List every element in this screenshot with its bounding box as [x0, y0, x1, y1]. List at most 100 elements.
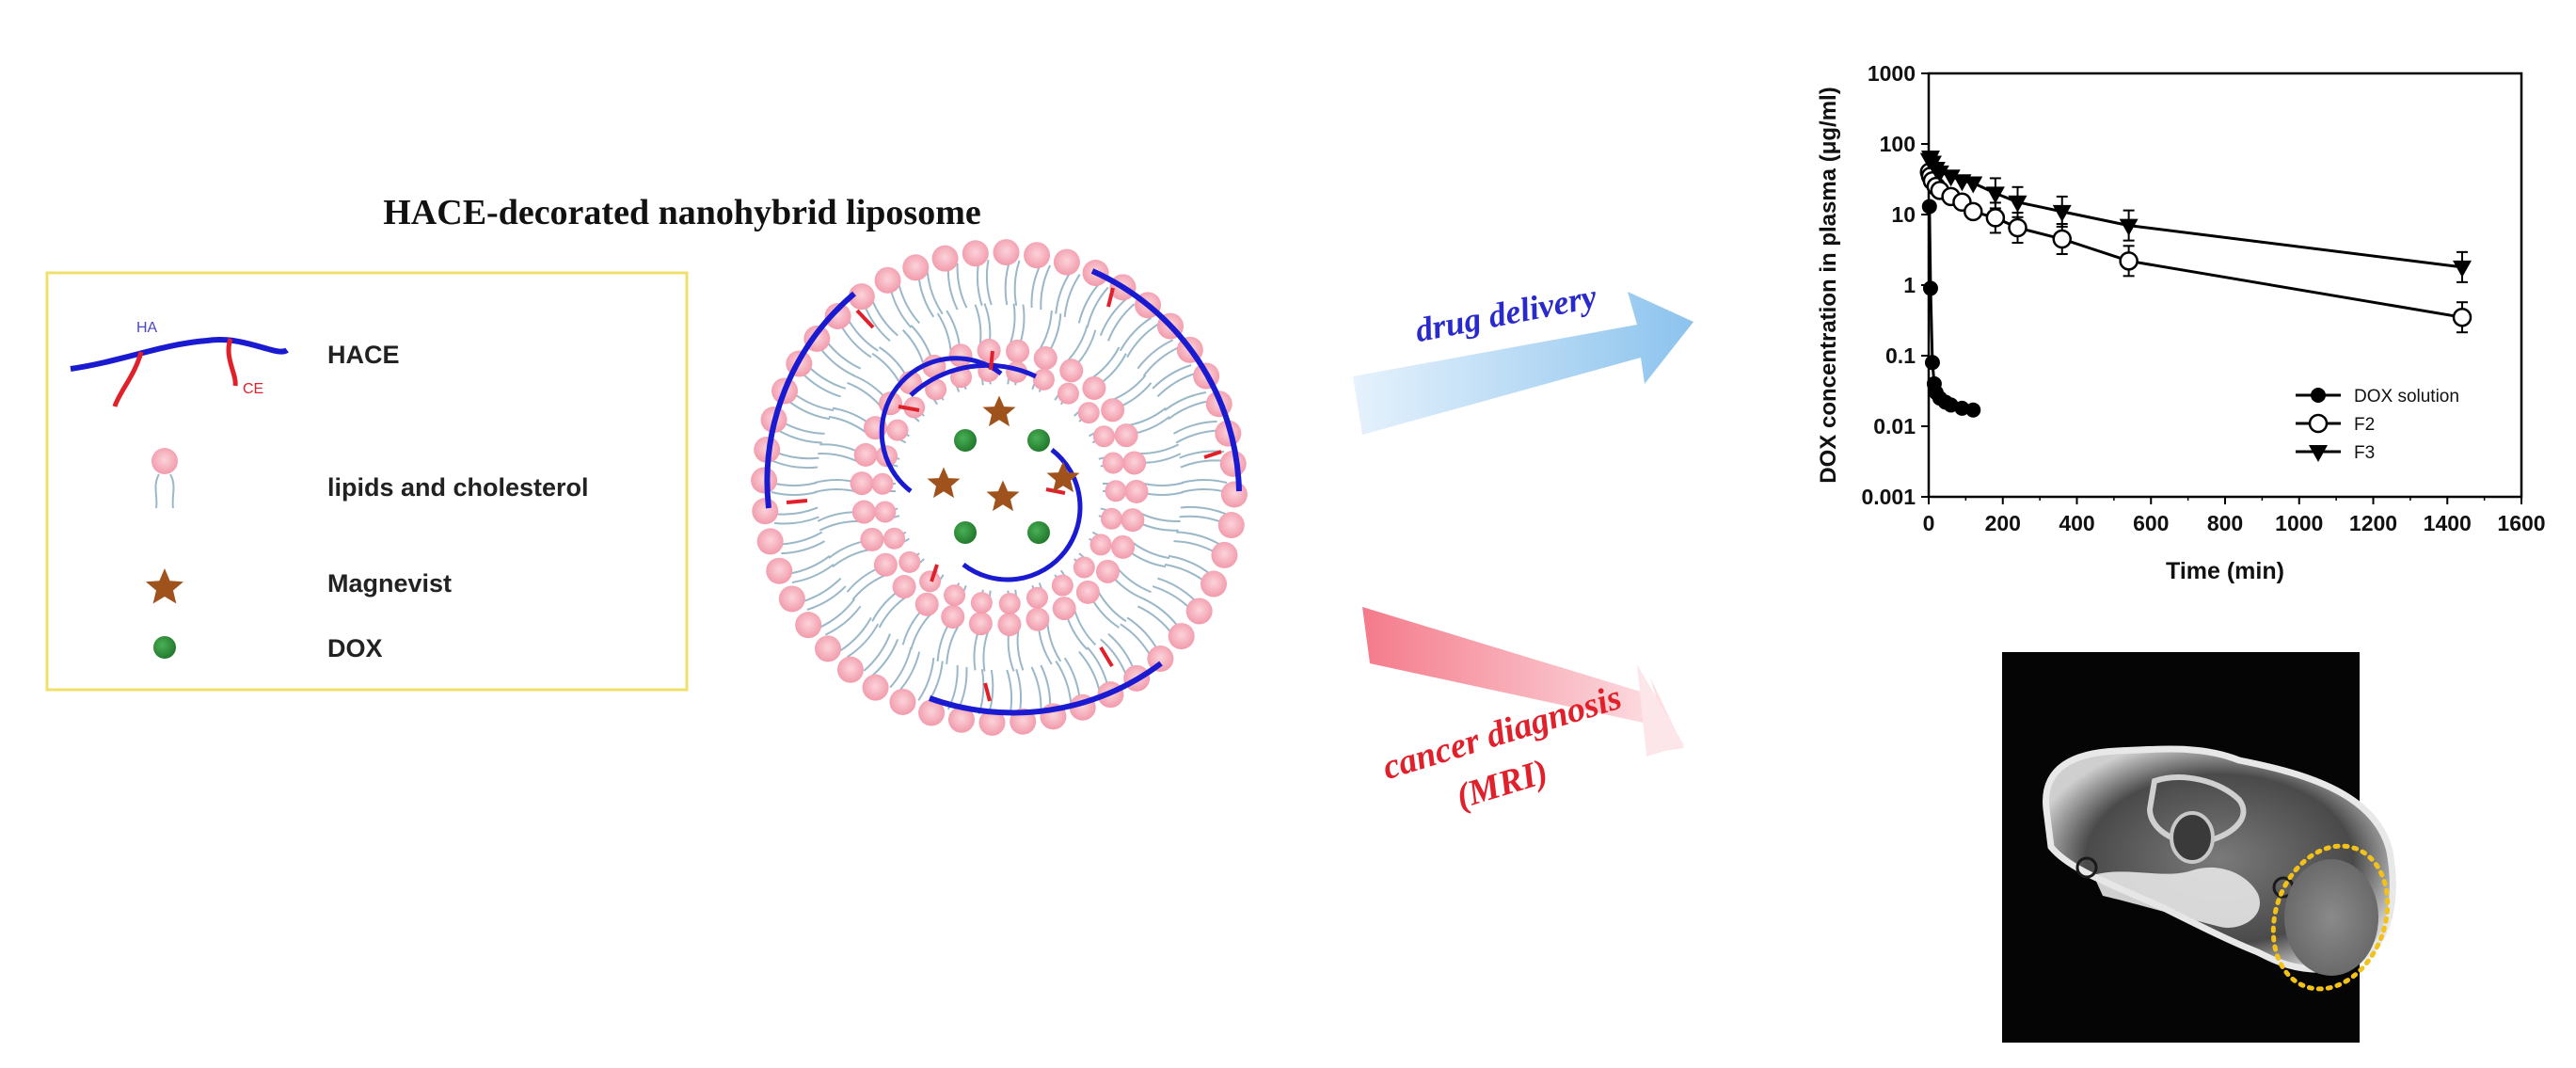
- lipid-tail: [1142, 346, 1180, 377]
- legend-entry-label: DOX solution: [2354, 387, 2459, 406]
- ha-arc: [928, 661, 1163, 716]
- lipid-head: [1057, 382, 1079, 405]
- blue-arrow-shape: [1353, 292, 1693, 435]
- lipid-tail: [1110, 375, 1147, 402]
- lipid-tail: [1139, 482, 1185, 486]
- ce-anchor: [786, 499, 808, 504]
- lipid-head: [1122, 451, 1147, 475]
- lipid-head: [1124, 479, 1149, 503]
- lipid-head: [836, 656, 864, 683]
- data-point: [2309, 445, 2328, 462]
- lipid-tail: [946, 265, 959, 311]
- data-point: [1985, 186, 2005, 204]
- lipid-tail: [863, 633, 891, 672]
- lipid-tail: [1040, 264, 1052, 311]
- lipid-tail: [1100, 638, 1128, 677]
- legend-entry-label: F2: [2354, 415, 2375, 435]
- liposome-diagram: [751, 239, 1248, 736]
- lipid-tail: [778, 429, 822, 444]
- lipid-tail: [1008, 303, 1016, 347]
- lipid-tail: [1078, 650, 1101, 693]
- lipid-molecule-icon: [151, 448, 178, 509]
- lipid-head: [850, 471, 874, 496]
- legend-border: [45, 271, 689, 692]
- lipid-head: [902, 254, 930, 281]
- lipid-head: [970, 592, 993, 614]
- ha-label: HA: [136, 320, 158, 336]
- data-point: [2453, 260, 2472, 278]
- y-tick-label: 1: [1903, 273, 1916, 297]
- lipid-head: [1185, 598, 1213, 625]
- lipid-head: [1006, 339, 1030, 363]
- data-point: [1964, 176, 1983, 194]
- lipid-tail: [1096, 588, 1127, 623]
- lipid-tail: [1040, 664, 1052, 709]
- lipid-tail: [801, 372, 841, 398]
- mri-tumor: [2284, 859, 2378, 976]
- lipid-tail: [846, 623, 880, 659]
- lipid-head: [925, 378, 947, 401]
- lipid-tail: [1164, 391, 1207, 411]
- data-point: [2052, 229, 2072, 249]
- lipid-head: [1114, 423, 1138, 448]
- star-icon: [982, 395, 1016, 427]
- y-tick-label: 100: [1880, 132, 1916, 156]
- y-tick-label: 1000: [1868, 61, 1916, 86]
- lipid-tail: [870, 639, 899, 677]
- lipid-tail: [1180, 505, 1226, 515]
- lipid-head: [815, 635, 842, 662]
- ha-arc: [764, 291, 856, 509]
- lipid-tail: [1086, 286, 1109, 328]
- lipid-tail: [1089, 346, 1121, 381]
- lipid-tail: [851, 573, 888, 600]
- lipid-head: [1101, 398, 1125, 422]
- green-dot-icon: [153, 636, 176, 659]
- ce-anchor: [1203, 450, 1222, 459]
- data-point: [2452, 307, 2473, 327]
- lipid-head: [968, 612, 993, 636]
- lipid-tail: [1137, 339, 1173, 370]
- lipid-tail: [976, 260, 983, 307]
- lipid-tail: [1063, 657, 1081, 701]
- lipid-tail: [791, 564, 835, 583]
- lipid-tail: [1126, 323, 1159, 359]
- lipid-tail: [910, 611, 934, 650]
- lipid-head: [1111, 534, 1136, 559]
- y-tick-label: 0.1: [1885, 343, 1916, 368]
- data-point: [2311, 388, 2326, 403]
- x-tick-label: 0: [1923, 511, 1935, 535]
- ce-anchor: [989, 350, 994, 371]
- lipid-tail: [1030, 263, 1042, 309]
- lipid-tail: [802, 577, 842, 603]
- lipid-tail: [1180, 459, 1226, 469]
- lipid-head: [998, 592, 1021, 614]
- green-dot-icon: [1027, 429, 1050, 452]
- lipid-tail: [814, 488, 859, 493]
- lipid-head: [1089, 534, 1112, 556]
- lipid-head: [997, 613, 1022, 637]
- lipid-tail: [1176, 531, 1220, 546]
- lipid-tail: [978, 669, 985, 715]
- lipid-tail: [773, 516, 819, 525]
- lipid-tail: [982, 628, 991, 672]
- lipid-head: [795, 612, 822, 639]
- cancer-diagnosis-arrow: cancer diagnosis (MRI): [1362, 607, 1684, 817]
- red-arrow-head: [1637, 664, 1684, 757]
- green-dot-icon: [1027, 521, 1050, 544]
- lipid-head: [886, 419, 909, 441]
- lipid-tail: [946, 622, 962, 665]
- lipid-head: [1082, 375, 1106, 400]
- lipid-head: [1200, 570, 1227, 598]
- drug-delivery-arrow: drug delivery: [1353, 278, 1693, 435]
- lipid-head: [1059, 359, 1084, 383]
- lipid-tail: [806, 364, 847, 390]
- data-point: [1921, 199, 1937, 215]
- lipid-head: [1211, 541, 1238, 568]
- lipid-head: [871, 472, 894, 495]
- lipid-tail: [985, 260, 993, 306]
- mri-bright-tissue: [2146, 774, 2247, 846]
- lipid-tail: [1179, 515, 1225, 524]
- x-axis-label: Time (min): [2166, 558, 2284, 584]
- lipid-tail: [917, 658, 935, 701]
